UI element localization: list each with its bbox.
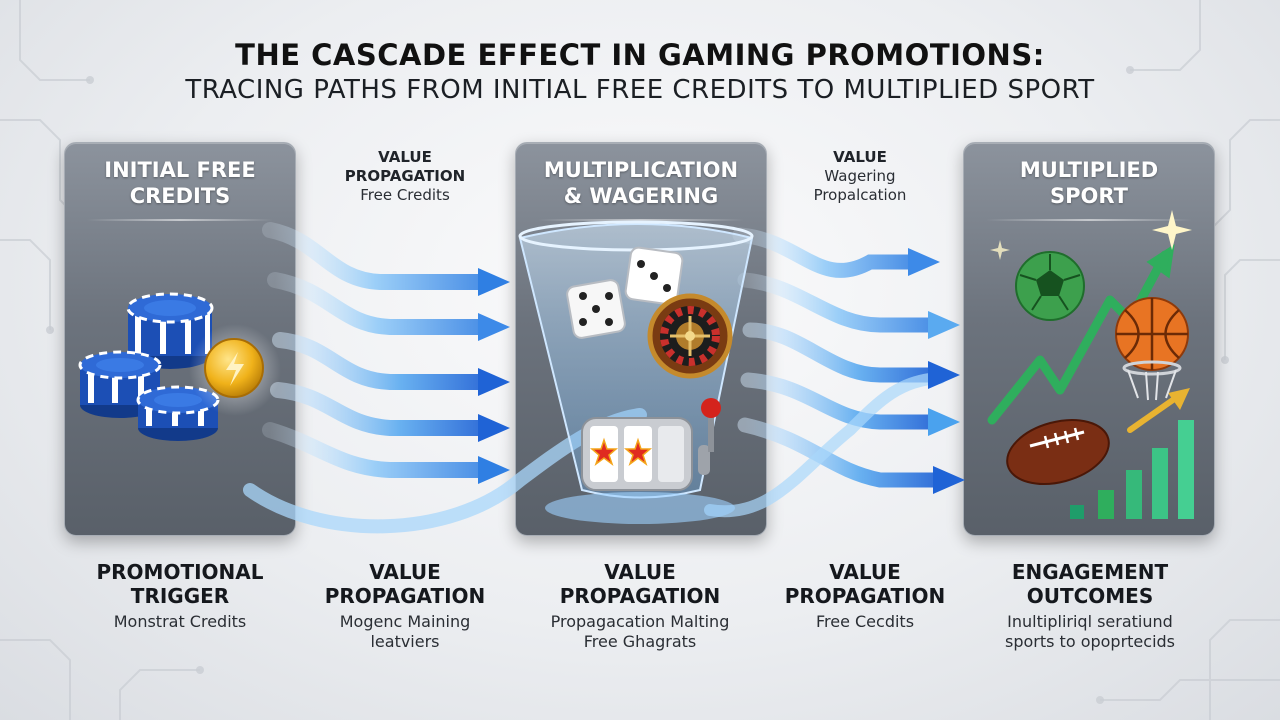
slot-machine-icon — [581, 398, 721, 491]
panel-divider — [538, 219, 744, 221]
flow-label-sub: Free Credits — [360, 186, 450, 204]
flow-arrows-right — [704, 227, 946, 518]
stage-heading: OUTCOMES — [1026, 584, 1154, 608]
panel-title-line: SPORT — [1050, 184, 1128, 208]
stage-heading: PROMOTIONAL — [96, 560, 264, 584]
page-title: THE CASCADE EFFECT IN GAMING PROMOTIONS: — [235, 38, 1045, 72]
stage-label-promotional-trigger: PROMOTIONAL TRIGGER Monstrat Credits — [75, 560, 285, 632]
stage-heading: VALUE — [829, 560, 901, 584]
stage-description: Free Cecdits — [815, 612, 915, 631]
gold-coin-icon — [189, 324, 281, 416]
flow-label-title: VALUE — [833, 148, 887, 166]
flow-label-2: VALUE Wagering Propalcation — [770, 148, 950, 205]
roulette-wheel-icon — [647, 293, 733, 379]
bar-chart-icon — [1070, 420, 1194, 519]
flow-label-title: VALUE — [378, 148, 432, 166]
stage-description: sports to opoprtecids — [1004, 632, 1176, 651]
flow-label-sub: Propalcation — [813, 186, 907, 204]
panel-title-line: MULTIPLICATION — [543, 158, 739, 182]
stage-heading: PROPAGATION — [559, 584, 721, 608]
flow-label-sub: Wagering — [824, 167, 896, 185]
stage-heading: ENGAGEMENT — [1011, 560, 1169, 584]
panel-title: MULTIPLICATION & WAGERING — [516, 157, 766, 209]
page-subtitle: TRACING PATHS FROM INITIAL FREE CREDITS … — [185, 75, 1095, 105]
stage-label-engagement-outcomes: ENGAGEMENT OUTCOMES Inultipliriql serati… — [975, 560, 1205, 652]
stage-label-value-propagation-1: VALUE PROPAGATION Mogenc Maining leatvie… — [305, 560, 505, 652]
football-icon — [1006, 419, 1110, 485]
panel-divider — [986, 219, 1192, 221]
flow-label-1: VALUE PROPAGATION Free Credits — [315, 148, 495, 205]
flow-arrowheads-right — [908, 248, 965, 494]
panel-title: INITIAL FREE CREDITS — [65, 157, 295, 209]
stage-description: Inultipliriql seratiund — [1007, 612, 1173, 631]
panel-divider — [87, 219, 273, 221]
flow-arrowheads-left — [478, 268, 510, 484]
sparkle-icon — [990, 210, 1192, 260]
stage-heading: PROPAGATION — [324, 584, 486, 608]
panel-title-line: INITIAL FREE — [104, 158, 256, 182]
stage-description: leatviers — [370, 632, 440, 651]
stage-description: Free Ghagrats — [583, 632, 697, 651]
stage-description: Mogenc Maining — [339, 612, 471, 631]
panel-title-line: MULTIPLIED — [1019, 158, 1159, 182]
flow-label-title: PROPAGATION — [344, 167, 466, 185]
stage-description: Monstrat Credits — [113, 612, 247, 631]
stage-description: Propagacation Malting — [550, 612, 730, 631]
basketball-icon — [1115, 297, 1189, 401]
dice-icon — [566, 246, 684, 339]
panel-title-line: CREDITS — [129, 184, 231, 208]
soccer-ball-icon — [1015, 251, 1085, 321]
panel-title-line: & WAGERING — [563, 184, 719, 208]
stage-heading: TRIGGER — [130, 584, 230, 608]
stage-heading: VALUE — [604, 560, 676, 584]
panel-title: MULTIPLIED SPORT — [964, 157, 1214, 209]
stage-heading: PROPAGATION — [784, 584, 946, 608]
stage-label-value-propagation-3: VALUE PROPAGATION Free Cecdits — [765, 560, 965, 632]
stage-heading: VALUE — [369, 560, 441, 584]
stage-label-value-propagation-2: VALUE PROPAGATION Propagacation Malting … — [525, 560, 755, 652]
